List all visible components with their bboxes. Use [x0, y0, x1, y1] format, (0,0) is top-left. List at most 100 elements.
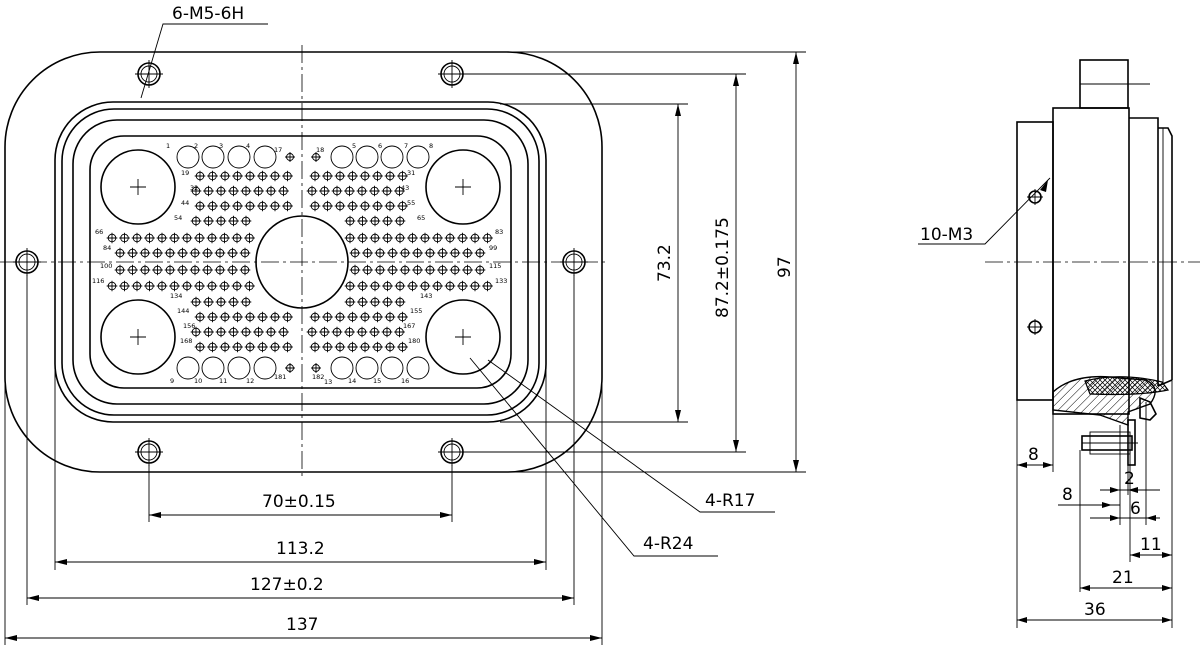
contact-crosshair: [177, 247, 188, 259]
contact-crosshair: [372, 311, 383, 323]
pin-labels: 1 2 3 4 17 18 5 6 7 8 19 31 32 43 44 55 …: [92, 142, 507, 386]
contact-crosshair: [356, 326, 368, 338]
contact-crosshair: [382, 296, 393, 308]
thread-label: 6-M5-6H: [172, 4, 244, 24]
contact-crosshair: [359, 200, 371, 212]
signal-contact: [355, 145, 379, 169]
contact-crosshair: [322, 200, 333, 212]
contact-crosshair: [381, 185, 393, 197]
contact-crosshair: [469, 280, 481, 292]
contact-crosshair: [384, 311, 396, 323]
contact-crosshair: [119, 232, 130, 244]
contact-crosshair: [319, 326, 330, 338]
dim-side-21: 21: [1112, 568, 1134, 588]
dim-side-36: 36: [1084, 600, 1106, 620]
pin-label: 134: [170, 292, 182, 300]
pin-label: 144: [177, 307, 189, 315]
side-body: [1052, 107, 1130, 415]
pin-label: 182: [312, 373, 324, 381]
contact-crosshair: [269, 311, 281, 323]
contact-crosshair: [387, 247, 398, 259]
contact-crosshair: [240, 185, 252, 197]
pin-label: 4: [246, 142, 250, 150]
contact-crosshair: [384, 341, 396, 353]
contact-crosshair: [369, 232, 381, 244]
contact-crosshair: [215, 215, 227, 227]
pin-label: 167: [403, 322, 415, 330]
pin-label: 155: [410, 307, 422, 315]
contact-crosshair: [106, 232, 118, 244]
contact-crosshair: [131, 280, 143, 292]
contact-crosshair: [344, 280, 356, 292]
contact-crosshair: [194, 341, 206, 353]
contact-crosshair: [144, 280, 155, 292]
contact-crosshair: [444, 232, 456, 244]
dim-side-11: 11: [1140, 535, 1162, 555]
contact-crosshair: [257, 170, 268, 182]
side-dimensions: 8 8 2 6 11 21: [1016, 380, 1173, 628]
contact-crosshair: [232, 341, 243, 353]
contact-crosshair: [412, 264, 423, 276]
contact-crosshair: [407, 232, 418, 244]
contact-crosshair: [219, 170, 231, 182]
contact-crosshair: [285, 152, 295, 162]
dim-137: 137: [286, 615, 318, 635]
power-contact: [425, 149, 501, 225]
contact-crosshair: [240, 326, 252, 338]
contact-crosshair: [306, 185, 318, 197]
contact-crosshair: [482, 232, 493, 244]
pin-label: 115: [489, 262, 501, 270]
pin-label: 180: [408, 337, 420, 345]
contact-crosshair: [282, 170, 293, 182]
pin-label: 10: [194, 377, 202, 385]
horizontal-dimensions: 70±0.15 113.2 127±0.2 137: [4, 275, 603, 645]
contact-crosshair: [257, 341, 268, 353]
power-contact: [425, 299, 501, 375]
contact-crosshair: [244, 200, 256, 212]
contact-crosshair: [384, 170, 396, 182]
contact-crosshair: [347, 341, 358, 353]
contact-crosshair: [344, 296, 356, 308]
pin-label: 55: [407, 199, 415, 207]
contact-crosshair: [169, 232, 180, 244]
side-flange: [1016, 121, 1054, 401]
contact-crosshair: [349, 247, 361, 259]
contact-crosshair: [424, 247, 436, 259]
m3-label: 10-M3: [920, 225, 973, 245]
contact-crosshair: [231, 280, 243, 292]
contact-crosshair: [219, 311, 231, 323]
pin-label: 84: [103, 244, 111, 252]
pin-label: 181: [274, 373, 286, 381]
pin-label: 13: [324, 378, 332, 386]
contact-crosshair: [231, 232, 243, 244]
contact-crosshair: [203, 185, 214, 197]
power-contact: [100, 299, 176, 375]
contact-crosshair: [194, 200, 206, 212]
contact-crosshair: [244, 341, 256, 353]
contact-crosshair: [397, 200, 408, 212]
contact-crosshair: [449, 247, 461, 259]
contact-crosshair: [194, 311, 206, 323]
signal-contact: [253, 356, 277, 380]
contact-crosshair: [347, 200, 358, 212]
signal-contact: [380, 145, 404, 169]
contact-crosshair: [397, 311, 408, 323]
contact-crosshair: [189, 264, 201, 276]
dim-73: 73.2: [655, 244, 675, 282]
contact-crosshair: [207, 170, 218, 182]
contact-crosshair: [240, 296, 252, 308]
contact-crosshair: [215, 185, 227, 197]
pin-label: 19: [181, 169, 189, 177]
contact-crosshair: [469, 232, 481, 244]
contact-crosshair: [206, 280, 218, 292]
contact-crosshair: [432, 232, 443, 244]
contact-crosshair: [257, 200, 268, 212]
contact-crosshair: [357, 280, 368, 292]
contact-crosshair: [244, 280, 255, 292]
contact-crosshair: [374, 247, 386, 259]
power-contacts: [100, 149, 501, 375]
signal-contact: [406, 356, 430, 380]
contact-crosshair: [474, 264, 486, 276]
contact-crosshair: [207, 200, 218, 212]
